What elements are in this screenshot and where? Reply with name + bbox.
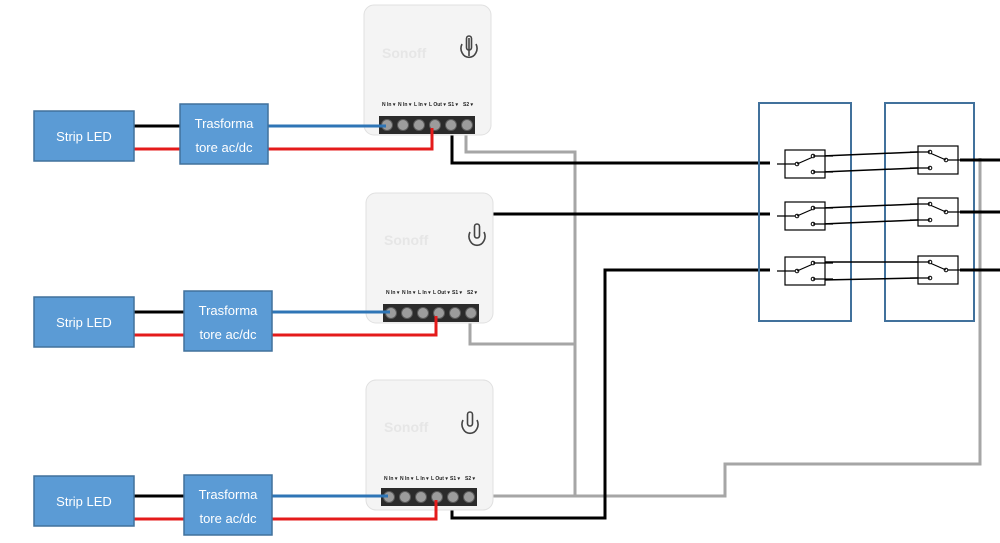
power-symbol-icon [468,223,486,247]
red-wire-2 [272,316,438,337]
svg-text:S2 ▾: S2 ▾ [463,102,474,108]
terminal-block [383,304,479,322]
svg-text:N In ▾: N In ▾ [384,476,398,482]
two-way-switch-icon [777,256,833,286]
terminal-screws [385,307,477,319]
terminal-labels: N In ▾ N In ▾ L In ▾ L Out ▾ S1 ▾ S2 ▾ [386,290,478,296]
switch-symbols [777,145,966,286]
svg-text:S1 ▾: S1 ▾ [452,290,463,296]
two-way-switch-icon [910,145,966,175]
svg-text:N In ▾: N In ▾ [400,476,414,482]
power-symbol-icon [460,35,478,59]
module-body [365,192,494,324]
red-wire-1 [268,128,434,151]
two-way-switch-icon [910,197,966,227]
transformer-label-line1: Trasforma [199,303,259,318]
transformer-1: Trasforma tore ac/dc [179,103,269,165]
svg-text:L Out ▾: L Out ▾ [429,102,446,108]
svg-text:S2 ▾: S2 ▾ [467,290,478,296]
terminal-block [379,116,475,134]
strip-led-2: Strip LED [33,296,135,348]
terminal-block [381,488,477,506]
svg-text:S1 ▾: S1 ▾ [450,476,461,482]
strip-led-label: Strip LED [56,494,112,509]
module-body [365,379,494,511]
gray-wire-middle [468,316,575,346]
svg-text:N In ▾: N In ▾ [398,102,412,108]
strip-led-label: Strip LED [56,129,112,144]
svg-text:N In ▾: N In ▾ [402,290,416,296]
strip-led-3: Strip LED [33,475,135,527]
two-way-switch-icon [910,255,966,285]
svg-text:S2 ▾: S2 ▾ [465,476,476,482]
two-way-switch-icon [777,201,833,231]
two-way-switch-icon [777,149,833,179]
terminal-screws [383,491,475,503]
svg-text:L In ▾: L In ▾ [416,476,429,482]
red-wire-3 [272,500,438,521]
power-wires [134,124,438,521]
transformer-label-line2: tore ac/dc [199,327,257,342]
black-wire-top [450,126,770,165]
black-wire-bottom [450,268,770,520]
gray-wires [464,128,982,498]
black-s1-wires [450,126,770,520]
svg-text:S1 ▾: S1 ▾ [448,102,459,108]
black-wire-middle [450,212,770,314]
strip-led-1: Strip LED [33,110,135,162]
module-brand: Sonoff [382,45,427,61]
gray-wire-bottom [466,158,982,498]
svg-text:L In ▾: L In ▾ [414,102,427,108]
power-symbol-icon [461,411,479,435]
transformer-label-line1: Trasforma [195,116,255,131]
module-brand: Sonoff [384,419,429,435]
svg-text:L Out ▾: L Out ▾ [431,476,448,482]
gray-wire-top [464,128,577,496]
svg-text:N In ▾: N In ▾ [386,290,400,296]
module-brand: Sonoff [384,232,429,248]
traveler-wires [821,151,919,281]
svg-text:N In ▾: N In ▾ [382,102,396,108]
strip-led-label: Strip LED [56,315,112,330]
sonoff-module-3: Sonoff N In ▾ N In ▾ L In ▾ L Out ▾ S1 ▾… [365,379,494,511]
transformer-label-line2: tore ac/dc [195,140,253,155]
sonoff-module-1: Sonoff N In ▾ N In ▾ L In ▾ L Out ▾ S1 ▾… [363,4,492,136]
sonoff-module-2: Sonoff N In ▾ N In ▾ L In ▾ L Out ▾ S1 ▾… [365,192,494,324]
terminal-labels: N In ▾ N In ▾ L In ▾ L Out ▾ S1 ▾ S2 ▾ [382,102,474,108]
svg-text:L In ▾: L In ▾ [418,290,431,296]
svg-text:L Out ▾: L Out ▾ [433,290,450,296]
transformer-3: Trasforma tore ac/dc [183,474,273,536]
module-body [363,4,492,136]
switch-panel-1 [758,102,852,322]
transformer-label-line2: tore ac/dc [199,511,257,526]
switch-common-wires [960,158,1000,272]
terminal-screws [381,119,473,131]
terminal-labels: N In ▾ N In ▾ L In ▾ L Out ▾ S1 ▾ S2 ▾ [384,476,476,482]
transformer-2: Trasforma tore ac/dc [183,290,273,352]
transformer-label-line1: Trasforma [199,487,259,502]
